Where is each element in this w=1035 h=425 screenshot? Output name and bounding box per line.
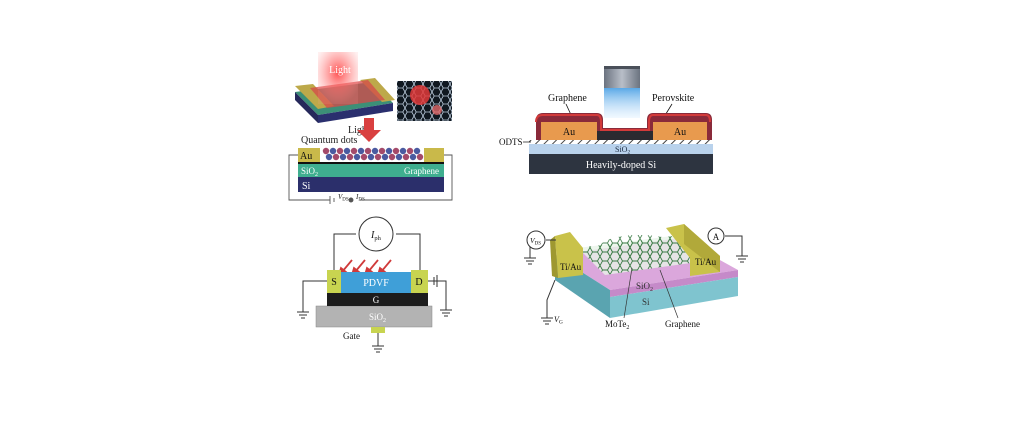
- substrate-label: Heavily-doped Si: [586, 160, 656, 171]
- pdvf-label: PDVF: [363, 278, 389, 289]
- ids-label: IDS: [355, 193, 365, 203]
- sio2-label: SiO2: [369, 312, 386, 324]
- ti-au-left-contact: [550, 232, 583, 278]
- gate-layer: [327, 293, 428, 306]
- substrate-layer: [529, 154, 713, 174]
- inset-graphene-image: [397, 81, 452, 121]
- si-layer: [298, 177, 444, 192]
- vds-source: VDS: [526, 230, 546, 250]
- vds-label: VDS: [530, 236, 541, 247]
- vg-label: VG: [554, 315, 563, 326]
- ground-symbols-d: [524, 255, 748, 325]
- graphene-label: Graphene: [665, 319, 700, 329]
- g-label: G: [373, 295, 380, 305]
- gate-pad: [371, 327, 385, 333]
- au-label: Au: [300, 151, 312, 162]
- device-cross-section: [529, 113, 713, 174]
- vds-label: VDS: [338, 193, 349, 203]
- circuit-d: [529, 235, 743, 318]
- tiau-right-label: Ti/Au: [695, 257, 717, 267]
- device-3d: Light: [295, 52, 395, 123]
- ground-symbols: [297, 309, 452, 353]
- graphene-label: Graphene: [548, 93, 587, 104]
- au-left-contact: [298, 148, 320, 162]
- perovskite-label: Perovskite: [652, 93, 695, 104]
- quantum-dots-label: Quantum dots: [301, 135, 357, 146]
- capacitor-d: [433, 275, 438, 287]
- transistor-stack: [315, 270, 433, 333]
- sio2-label: SiO2: [301, 166, 318, 178]
- circuit-a: [288, 154, 453, 204]
- graphene-outline: [535, 114, 711, 131]
- graphene-label: Graphene: [404, 166, 439, 176]
- drain-electrode: [411, 270, 428, 293]
- tiau-left-label: Ti/Au: [560, 262, 582, 272]
- channel-materials: [578, 235, 698, 275]
- ammeter-label: A: [713, 232, 720, 242]
- mote2-label: MoTe2: [605, 319, 629, 331]
- gate-label: Gate: [343, 331, 360, 341]
- sio2-front: [610, 270, 738, 297]
- panel-c-pdvf-transistor: Iph S PDVF D G SiO2 Gate: [297, 216, 452, 353]
- source-electrode: [327, 270, 341, 293]
- sio2-layer: [529, 144, 713, 154]
- panel-a-quantum-dot-photodetector: Light Light Quantum dots: [288, 52, 453, 204]
- current-meter: Iph: [358, 216, 394, 252]
- d-label: D: [415, 277, 422, 288]
- si-front: [610, 277, 738, 318]
- si-label: Si: [302, 181, 311, 192]
- sio2-label: SiO2: [636, 281, 653, 293]
- au-left-label: Au: [563, 127, 575, 138]
- sio2-layer: [298, 164, 444, 177]
- light-beam: [318, 52, 358, 104]
- au-right-contact: [424, 148, 444, 162]
- au-right-label: Au: [674, 127, 686, 138]
- cross-section: Au SiO2 Graphene Si: [298, 147, 444, 192]
- odts-layer: [529, 140, 713, 144]
- au-right-electrode: [653, 122, 707, 140]
- au-left-electrode: [541, 122, 597, 140]
- quantum-dot-row: [322, 147, 424, 161]
- light-source: [604, 66, 640, 118]
- panel-d-mote2-graphene-device: Ti/Au Ti/Au SiO2 Si VDS A VG MoTe2 Graph…: [524, 224, 748, 331]
- si-label: Si: [642, 297, 650, 307]
- ammeter: A: [707, 227, 725, 245]
- graphene-layer: [298, 162, 444, 164]
- iph-label: Iph: [370, 230, 382, 242]
- pdvf-layer: [341, 272, 411, 293]
- odts-label: ODTS: [499, 137, 523, 147]
- channel-fill: [597, 131, 653, 140]
- incident-arrow: [357, 118, 381, 142]
- light-top-label: Light: [329, 65, 351, 76]
- s-label: S: [331, 277, 337, 288]
- panel-b-perovskite-photodetector: Graphene Perovskite Au Au ODTS SiO2 Heav…: [499, 66, 713, 174]
- sio2-label: SiO2: [615, 145, 630, 156]
- ti-au-right-contact: [666, 224, 720, 276]
